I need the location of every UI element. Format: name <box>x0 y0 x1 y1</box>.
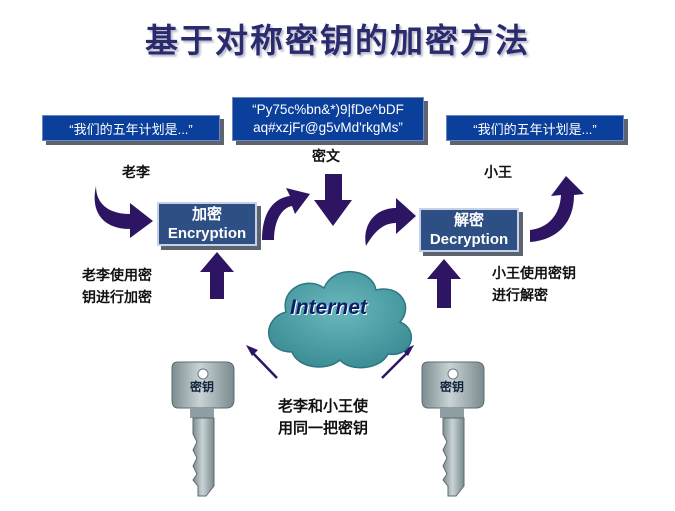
curved-arrow-decrypt-in <box>365 198 416 246</box>
curved-arrow-encrypt-out <box>262 188 310 240</box>
diagram-title: 基于对称密钥的加密方法 <box>145 21 530 60</box>
thin-arrow-right <box>402 345 414 356</box>
shared-key-text: 老李和小王使 用同一把密钥 <box>278 395 368 439</box>
up-arrow-encrypt-key <box>200 252 234 299</box>
xiaowang-key-usage-line-2: 进行解密 <box>492 288 548 304</box>
shared-key-line-2: 用同一把密钥 <box>278 419 369 437</box>
encryption-box: 加密 Encryption <box>157 202 257 246</box>
down-arrow-ciphertext <box>314 174 352 226</box>
ciphertext-line-2: aq#xzjFr@g5vMd'rkgMs” <box>253 120 403 135</box>
left-key-shape <box>171 361 235 497</box>
xiaowang-key-usage-line-1: 小王使用密钥 <box>492 266 576 282</box>
encryption-en: Encryption <box>167 225 247 242</box>
internet-label: Internet <box>290 296 368 319</box>
ciphertext-label: 密文 <box>312 149 340 165</box>
decryption-box: 解密 Decryption <box>419 208 519 252</box>
key-right-label: 密钥 <box>440 380 465 394</box>
up-arrow-decrypt-key <box>427 259 461 308</box>
plaintext-left-text: “我们的五年计划是...” <box>69 121 193 137</box>
key-left-label: 密钥 <box>190 380 215 394</box>
plaintext-box-right: “我们的五年计划是...” <box>446 115 624 141</box>
thin-arrow-left <box>246 345 258 356</box>
ciphertext-line-1: “Py75c%bn&*)9|fDe^bDF <box>252 102 404 117</box>
laoli-key-usage-text: 老李使用密 钥进行加密 <box>82 265 152 309</box>
xiaowang-key-usage-text: 小王使用密钥 进行解密 <box>492 263 576 307</box>
curved-arrow-right <box>530 176 584 242</box>
decryption-en: Decryption <box>429 231 509 248</box>
laoli-key-usage-line-2: 钥进行加密 <box>82 290 152 306</box>
xiaowang-label: 小王 <box>484 165 512 181</box>
curved-arrow-left <box>94 186 153 238</box>
internet-cloud-shape <box>268 271 412 369</box>
plaintext-box-left: “我们的五年计划是...” <box>42 115 220 141</box>
ciphertext-box: “Py75c%bn&*)9|fDe^bDF aq#xzjFr@g5vMd'rkg… <box>232 97 424 141</box>
laoli-key-usage-line-1: 老李使用密 <box>82 268 152 284</box>
laoli-label: 老李 <box>122 165 150 181</box>
decryption-cn: 解密 <box>453 212 484 229</box>
encryption-cn: 加密 <box>191 206 222 223</box>
plaintext-right-text: “我们的五年计划是...” <box>473 121 597 137</box>
right-key-shape <box>421 361 485 497</box>
shared-key-line-1: 老李和小王使 <box>278 397 369 415</box>
